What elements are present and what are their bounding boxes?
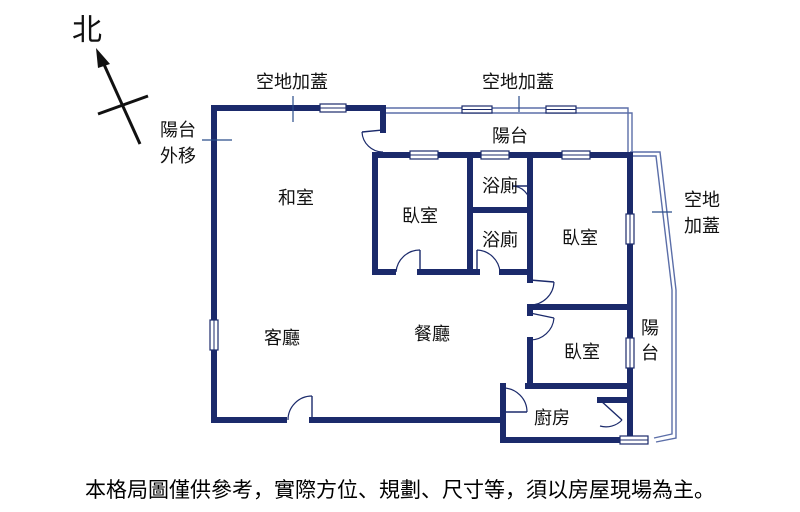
label-bedroom-2: 臥室 xyxy=(562,228,598,249)
window xyxy=(619,435,649,445)
label-extension-right-1: 空地 xyxy=(684,190,720,211)
room-labels: 空地加蓋 空地加蓋 空地 加蓋 陽台 外移 陽台 陽 台 和室 臥室 浴廁 浴廁… xyxy=(160,72,720,429)
window xyxy=(319,103,347,113)
door xyxy=(287,395,313,421)
label-extension-top-right: 空地加蓋 xyxy=(482,72,554,93)
disclaimer: 本格局圖僅供參考，實際方位、規劃、尺寸等，須以房屋現場為主。 xyxy=(85,478,715,502)
label-extension-right-2: 加蓋 xyxy=(684,216,720,237)
door xyxy=(361,129,384,153)
label-balcony-moved-2: 外移 xyxy=(160,146,196,167)
label-balcony-top: 陽台 xyxy=(492,126,528,147)
windows xyxy=(209,103,649,445)
window xyxy=(209,319,219,351)
window xyxy=(461,105,493,114)
window xyxy=(561,150,591,160)
label-living-room: 客廳 xyxy=(264,328,300,349)
label-kitchen: 廚房 xyxy=(534,407,570,429)
label-balcony-right-2: 台 xyxy=(641,343,659,364)
label-extension-top-left: 空地加蓋 xyxy=(256,72,328,93)
window xyxy=(409,150,439,160)
label-balcony-moved-1: 陽台 xyxy=(160,120,196,141)
window xyxy=(545,105,577,114)
north-label: 北 xyxy=(72,13,102,48)
label-bathroom-1: 浴廁 xyxy=(482,175,518,197)
door xyxy=(395,249,421,273)
door xyxy=(529,312,555,341)
label-bathroom-2: 浴廁 xyxy=(482,229,518,251)
label-japanese-room: 和室 xyxy=(278,188,314,209)
window xyxy=(625,213,635,245)
label-bedroom-1: 臥室 xyxy=(402,206,438,227)
window xyxy=(625,337,635,369)
label-balcony-right-1: 陽 xyxy=(641,318,659,339)
label-dining-room: 餐廳 xyxy=(414,324,450,345)
door xyxy=(502,387,528,413)
door xyxy=(511,185,531,205)
leader-lines xyxy=(202,96,672,213)
doors xyxy=(287,129,623,428)
door xyxy=(476,249,501,273)
north-arrow: 北 xyxy=(72,13,149,145)
door xyxy=(529,279,555,306)
window xyxy=(480,150,510,160)
walls xyxy=(211,105,633,443)
door xyxy=(599,399,623,428)
label-bedroom-3: 臥室 xyxy=(564,342,600,363)
